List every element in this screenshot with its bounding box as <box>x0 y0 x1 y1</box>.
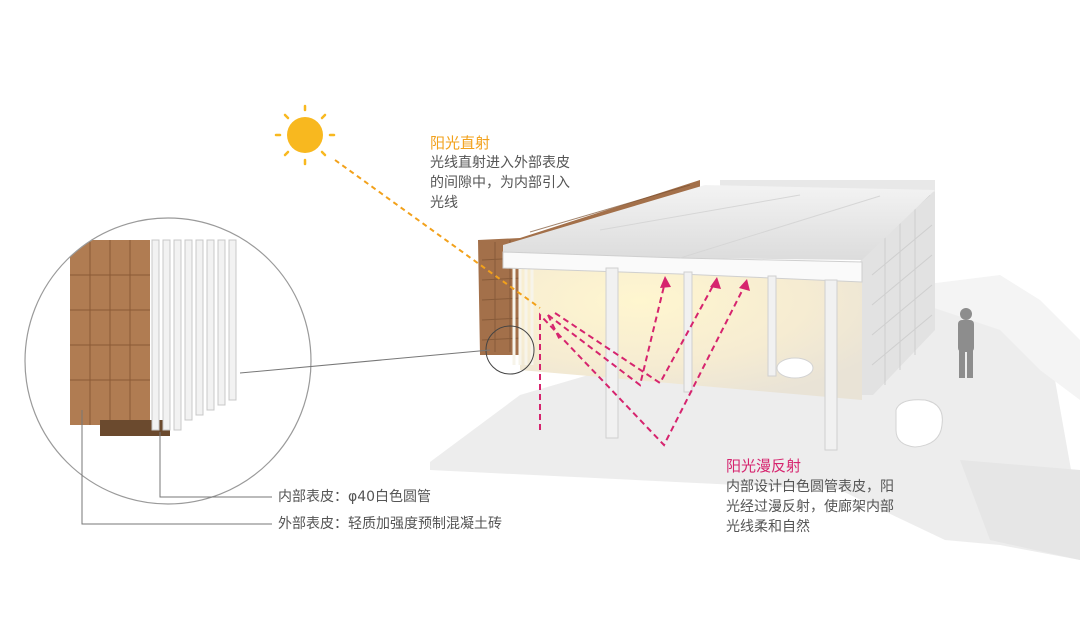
direct-sunlight-line-3: 光线 <box>430 195 458 211</box>
diffuse-reflection-line-2: 光经过漫反射，使廊架内部 <box>726 499 894 515</box>
detail-callout <box>24 217 535 505</box>
direct-sunlight-ray <box>334 159 541 309</box>
inner-skin-label: 内部表皮：φ40白色圆管 <box>278 489 432 505</box>
person-silhouette <box>958 308 974 378</box>
direct-sunlight-line-1: 光线直射进入外部表皮 <box>430 155 570 171</box>
diffuse-reflection-title: 阳光漫反射 <box>726 457 802 475</box>
bench-objects <box>776 357 943 448</box>
diffuse-reflection-line-1: 内部设计白色圆管表皮，阳 <box>726 479 894 495</box>
diffuse-reflection-line-3: 光线柔和自然 <box>726 519 810 535</box>
skin-leader-lines <box>81 410 272 525</box>
columns <box>605 267 838 451</box>
direct-sunlight-title: 阳光直射 <box>430 134 491 152</box>
roof <box>502 185 935 283</box>
white-tube-skin <box>512 262 534 365</box>
outer-skin-label: 外部表皮：轻质加强度预制混凝土砖 <box>278 516 502 532</box>
sun-icon <box>274 104 336 166</box>
direct-sunlight-line-2: 的间隙中，为内部引入 <box>430 175 570 191</box>
ray-arrowheads <box>660 276 750 291</box>
diffuse-reflection-rays <box>539 281 746 447</box>
